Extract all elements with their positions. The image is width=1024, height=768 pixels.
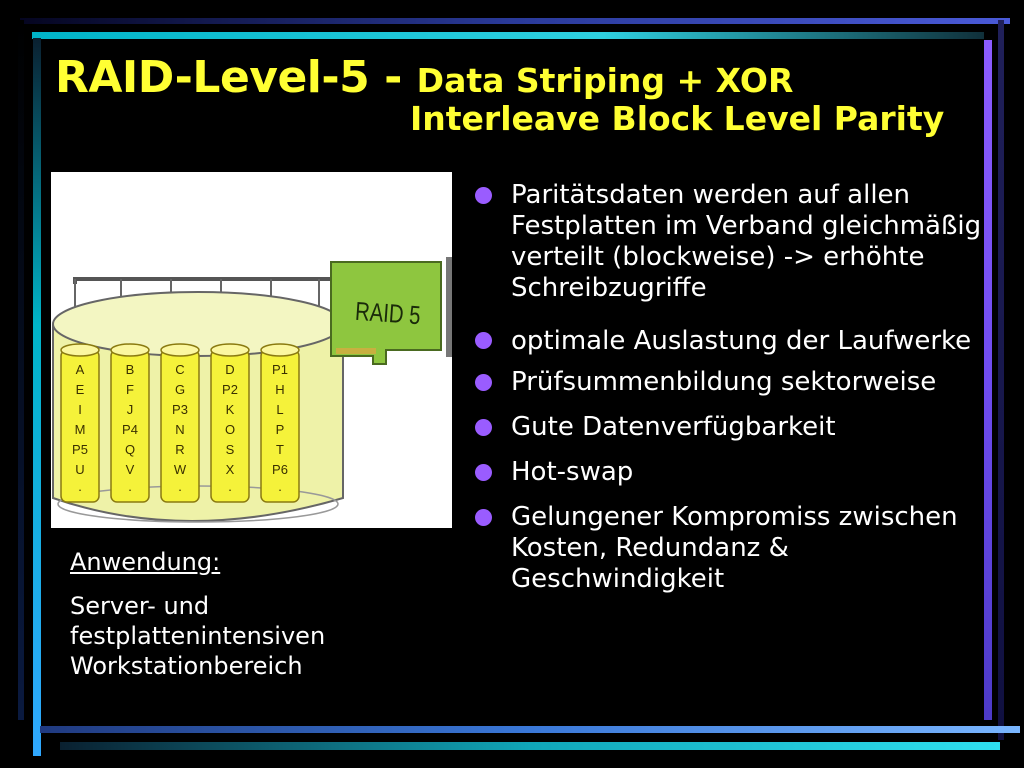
disk-block-label: U: [75, 462, 84, 477]
disk-block-label: K: [226, 402, 235, 417]
disk-cap: [110, 343, 150, 357]
disk-block-label: O: [225, 422, 235, 437]
disk-block-label: R: [175, 442, 184, 457]
raid-controller-card: RAID 5: [330, 257, 452, 365]
frame-bar-left-cyan: [33, 38, 41, 756]
disk-block-label: G: [175, 382, 185, 397]
feature-item: Gelungener Kompromiss zwischen Kosten, R…: [473, 502, 1003, 595]
controller-cable: [73, 277, 333, 284]
frame-bar-bottom-cyan: [60, 742, 1000, 750]
frame-bar-bottom-blue: [40, 726, 1020, 733]
disk-block-label: I: [78, 402, 82, 417]
feature-item: Paritätsdaten werden auf allen Festplatt…: [473, 180, 1003, 304]
bullet-dot-icon: [475, 419, 492, 436]
feature-text: Hot-swap: [511, 457, 634, 487]
controller-label: RAID 5: [354, 296, 421, 329]
bullet-dot-icon: [475, 332, 492, 349]
disk-block-label: P3: [172, 402, 188, 417]
disk-block-label: P1: [272, 362, 288, 377]
disk-block-label: C: [175, 362, 184, 377]
disk-block-label: Q: [125, 442, 135, 457]
disk-block-label: ·: [278, 482, 282, 497]
disk-cap: [210, 343, 250, 357]
feature-list: Paritätsdaten werden auf allen Festplatt…: [473, 180, 1003, 609]
disk-block-label: P: [276, 422, 285, 437]
frame-bar-right-dark: [998, 20, 1004, 740]
raid5-illustration: RAID 5 AEIMP5U·BFJP4QV·CGP3NRW·DP2KOSX·P…: [52, 257, 452, 523]
feature-item: optimale Auslastung der Laufwerke: [473, 318, 1003, 365]
disk-block-label: ·: [78, 482, 82, 497]
disk-block-label: E: [76, 382, 85, 397]
feature-item: Prüfsummenbildung sektorweise: [473, 367, 1003, 398]
disk-cap: [260, 343, 300, 357]
disk-block-label: V: [126, 462, 135, 477]
frame-bar-top-blue: [20, 18, 1010, 24]
bullet-dot-icon: [475, 187, 492, 204]
feature-text: Gelungener Kompromiss zwischen Kosten, R…: [511, 502, 958, 594]
disk-block-label: M: [75, 422, 86, 437]
application-label: Anwendung:: [70, 548, 221, 576]
disk-block-label: S: [226, 442, 235, 457]
feature-item: Hot-swap: [473, 457, 1003, 488]
feature-item: Gute Datenverfügbarkeit: [473, 412, 1003, 443]
slide-title: RAID-Level-5 - Data Striping + XOR Inter…: [55, 52, 975, 138]
disk-block-label: X: [226, 462, 235, 477]
bullet-dot-icon: [475, 464, 492, 481]
disk-block-label: ·: [178, 482, 182, 497]
disk-block-label: P6: [272, 462, 288, 477]
disk-block-label: W: [174, 462, 187, 477]
frame-bar-left-dark: [18, 20, 24, 720]
disk-block-label: P2: [222, 382, 238, 397]
disk-cap: [160, 343, 200, 357]
disk-block-label: A: [76, 362, 85, 377]
disk-block-label: P5: [72, 442, 88, 457]
disk-block-label: H: [275, 382, 284, 397]
title-subtitle-2: Interleave Block Level Parity: [410, 99, 945, 138]
bullet-dot-icon: [475, 374, 492, 391]
application-section: Anwendung: Server- und festplattenintens…: [70, 547, 460, 681]
disk-block-label: D: [225, 362, 234, 377]
disk-block-label: L: [276, 402, 283, 417]
disk-block-label: T: [276, 442, 284, 457]
disk-block-label: B: [126, 362, 135, 377]
disk-block-label: ·: [228, 482, 232, 497]
disk-block-label: F: [126, 382, 134, 397]
feature-text: Gute Datenverfügbarkeit: [511, 412, 836, 442]
frame-bar-top-cyan: [32, 32, 984, 39]
card-bracket: [446, 257, 452, 357]
frame-bar-right-violet: [984, 40, 992, 720]
title-main: RAID-Level-5 -: [55, 52, 417, 103]
feature-text: Paritätsdaten werden auf allen Festplatt…: [511, 180, 982, 303]
feature-text: optimale Auslastung der Laufwerke: [511, 326, 972, 356]
disk-block-label: ·: [128, 482, 132, 497]
disk-block-label: N: [175, 422, 184, 437]
title-subtitle-1: Data Striping + XOR: [416, 61, 794, 100]
disk-cap: [60, 343, 100, 357]
disk-block-label: P4: [122, 422, 138, 437]
bullet-dot-icon: [475, 509, 492, 526]
disk-block-label: J: [127, 402, 134, 417]
application-text: Server- und festplattenintensiven Workst…: [70, 592, 326, 680]
feature-text: Prüfsummenbildung sektorweise: [511, 367, 937, 397]
